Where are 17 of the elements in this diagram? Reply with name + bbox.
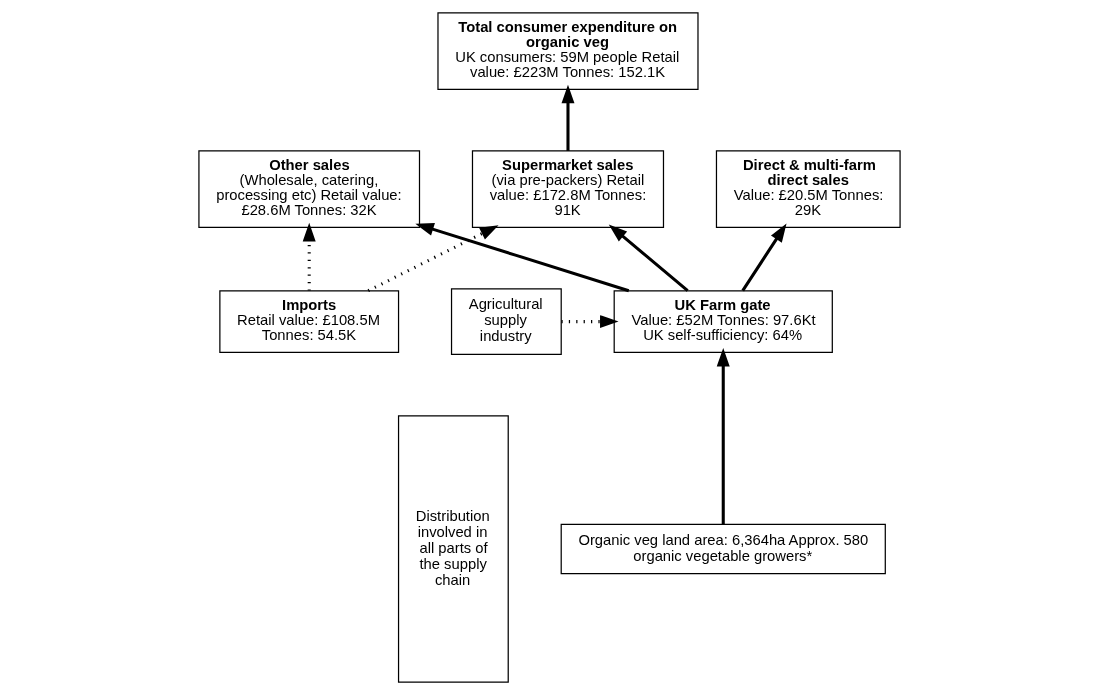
- arrow: [367, 225, 499, 293]
- node-box: Direct & multi-farm direct sales Value: £20.5M Tonnes: 29K: [715, 150, 901, 228]
- arrow: [716, 347, 730, 525]
- arrow: [608, 224, 689, 292]
- node-box: Other sales (Wholesale, catering, processing etc) Retail value: £28.6M Tonnes: 32K: [198, 150, 421, 228]
- node-box: UK Farm gate Value: £52M Tonnes: 97.6Kt UK self-sufficiency: 64%: [613, 290, 833, 354]
- node-box: Distribution involved in all parts of the supply chain: [397, 415, 509, 683]
- node-box: Total consumer expenditure on organic veg UK consumers: 59M people Retail value: £223M Tonnes: 152.1K: [437, 12, 699, 90]
- arrow: [561, 84, 575, 151]
- arrow: [741, 223, 787, 292]
- arrow: [415, 223, 630, 293]
- arrow: [561, 315, 619, 329]
- node-box: Organic veg land area: 6,364ha Approx. 580 organic vegetable growers*: [560, 523, 886, 575]
- node-box: Imports Retail value: £108.5M Tonnes: 54.5K: [219, 290, 400, 354]
- node-box: Supermarket sales (via pre-packers) Retail value: £172.8M Tonnes: 91K: [471, 150, 665, 228]
- node-box: Agricultural supply industry: [450, 288, 562, 355]
- arrow: [302, 222, 316, 291]
